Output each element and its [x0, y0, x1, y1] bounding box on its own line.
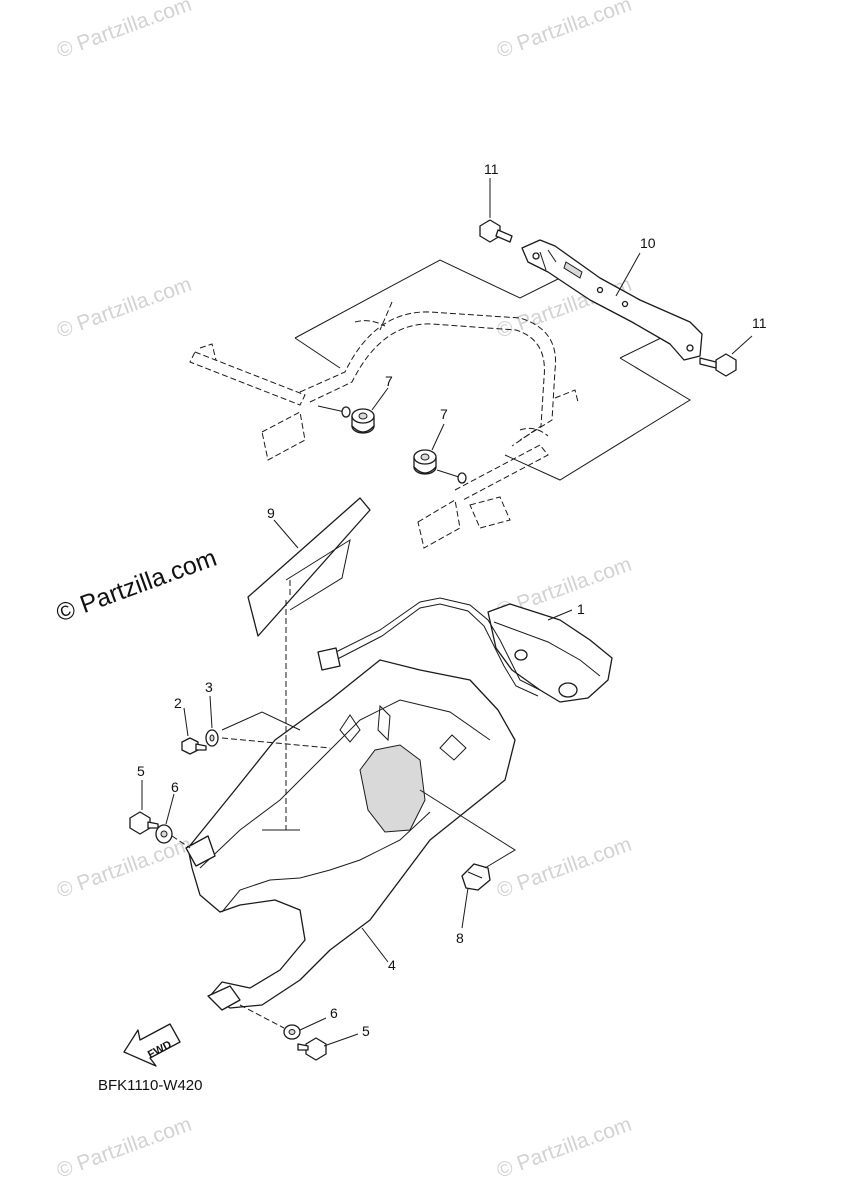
washer-part-3	[205, 695, 331, 749]
callout-1: 1	[577, 601, 585, 617]
bolt-part-5	[297, 1033, 359, 1061]
callout-6: 6	[330, 1005, 338, 1021]
callout-11: 11	[484, 161, 499, 177]
callout-7: 7	[440, 406, 448, 422]
bolt-part-11	[699, 335, 753, 377]
diagram-code: BFK1110-W420	[98, 1077, 203, 1094]
screw-part-2	[181, 707, 207, 755]
callout-6: 6	[171, 779, 179, 795]
watermark-group: © Partzilla.com © Partzilla.com © Partzi…	[52, 0, 634, 1183]
callout-5: 5	[362, 1023, 370, 1039]
damper-part-7	[413, 423, 445, 475]
watermark: © Partzilla.com	[54, 833, 195, 903]
callout-11: 11	[752, 315, 767, 331]
callout-9: 9	[267, 505, 275, 521]
grommet-part-6	[239, 1004, 327, 1040]
frame-reference-outline	[189, 259, 691, 549]
watermark-main: © Partzilla.com	[52, 544, 220, 628]
callout-10: 10	[640, 235, 656, 251]
watermark: © Partzilla.com	[54, 0, 195, 63]
watermark: © Partzilla.com	[494, 833, 635, 903]
watermark: © Partzilla.com	[54, 1113, 195, 1183]
assembly-lines	[262, 600, 300, 831]
callout-labels: 1 2 3 4 5 5 6 6 7 7 8 9 10 11 11	[137, 161, 767, 1039]
callout-7: 7	[385, 373, 393, 389]
bolt-part-5	[129, 780, 159, 835]
callout-2: 2	[174, 695, 182, 711]
watermark: © Partzilla.com	[54, 273, 195, 343]
grommet-part-6	[155, 793, 191, 849]
callout-5: 5	[137, 763, 145, 779]
bolt-part-11	[479, 178, 513, 243]
watermark: © Partzilla.com	[494, 0, 635, 63]
callout-8: 8	[456, 930, 464, 946]
fwd-arrow-icon: FWD	[123, 1023, 181, 1067]
label-part-9	[247, 497, 371, 637]
damper-part-7	[351, 387, 389, 434]
tail-light-part-1	[317, 597, 613, 703]
clip-part-8	[419, 789, 516, 929]
watermark: © Partzilla.com	[494, 1113, 635, 1183]
stay-part-10	[521, 239, 703, 361]
fender-part-4	[185, 659, 516, 1011]
callout-3: 3	[205, 679, 213, 695]
callout-4: 4	[388, 957, 396, 973]
